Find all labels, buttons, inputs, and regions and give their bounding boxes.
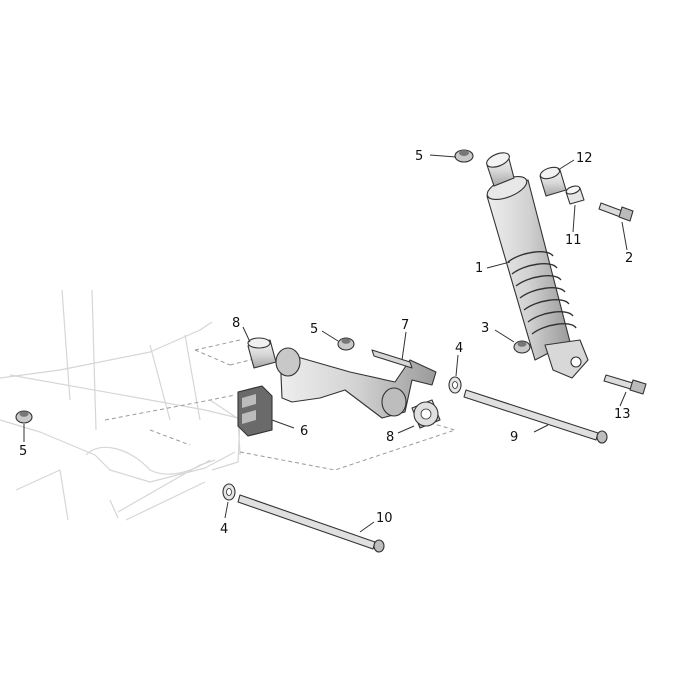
callout-3: 3 — [481, 321, 489, 336]
swing-arm-part-7 — [275, 347, 437, 419]
rubber-block-part-6 — [237, 385, 273, 437]
scooter-frame-outline — [0, 289, 241, 521]
callout-11: 11 — [565, 233, 582, 248]
callout-leader-lines — [23, 154, 628, 533]
nut-part-5-top — [454, 149, 474, 163]
callout-7: 7 — [401, 318, 409, 333]
callout-10: 9 — [510, 430, 518, 445]
callout-6: 6 — [300, 424, 308, 439]
callout-9: 10 — [376, 511, 393, 526]
spacer-part-11 — [565, 185, 585, 205]
callout-5-left: 5 — [19, 444, 27, 459]
callout-1: 1 — [475, 261, 483, 276]
assembly-dashed-lines — [104, 339, 457, 471]
callout-4-right: 4 — [455, 341, 463, 356]
nut-part-5-left — [15, 410, 33, 424]
bushing-part-12 — [539, 166, 567, 197]
bushing-part-8-left — [247, 337, 277, 369]
washer-part-4-right — [448, 376, 462, 394]
bushing-part-8-right — [411, 399, 441, 429]
washer-part-4-left — [222, 483, 236, 501]
callout-8-left: 8 — [232, 316, 240, 331]
axle-part-10 — [463, 389, 608, 444]
bolt-part-13 — [603, 374, 647, 395]
callout-13: 13 — [614, 407, 631, 422]
nut-part-3 — [513, 340, 531, 354]
bolt-part-2 — [598, 202, 634, 222]
axle-part-9 — [237, 494, 385, 553]
callout-5-middle: 5 — [310, 322, 318, 337]
callout-12: 12 — [576, 151, 593, 166]
callout-8-right: 8 — [386, 430, 394, 445]
nut-part-5-middle — [337, 337, 355, 351]
callout-4-left: 4 — [220, 522, 228, 537]
callout-labels: 5 12 11 2 1 3 4 5 8 7 13 9 8 6 5 4 10 — [19, 149, 633, 537]
callout-5-top: 5 — [415, 149, 423, 164]
callout-2: 2 — [625, 251, 633, 266]
shock-absorber-part-1 — [486, 152, 589, 379]
